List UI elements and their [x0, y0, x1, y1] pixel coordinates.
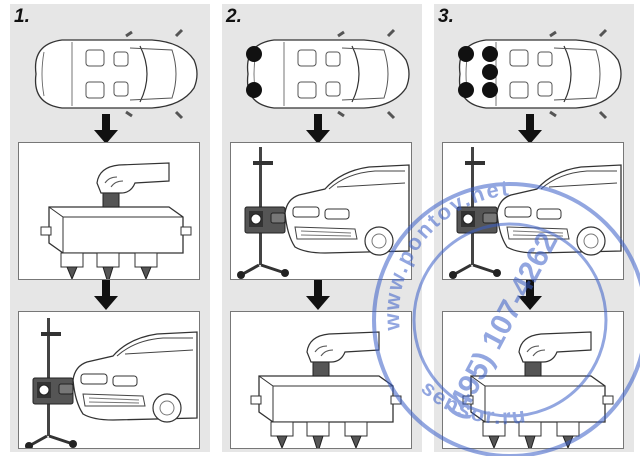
- headlight-tester-and-car: [23, 316, 198, 448]
- down-arrow-icon: [518, 280, 542, 310]
- detector-unit: [250, 331, 402, 448]
- sensor-dot: [246, 82, 262, 98]
- step-number: 1.: [14, 6, 30, 27]
- detector-unit-frame: [442, 311, 624, 449]
- step-number: 3.: [438, 6, 454, 27]
- sensor-dot: [482, 64, 498, 80]
- tester-and-car-frame: [18, 311, 200, 449]
- step-1-panel: 1.: [10, 4, 210, 452]
- step-3-panel: 3.: [434, 4, 634, 452]
- car-top-view: [458, 28, 623, 144]
- step-number: 2.: [226, 6, 242, 27]
- detector-unit-frame: [18, 142, 200, 280]
- sensor-dot: [458, 82, 474, 98]
- down-arrow-icon: [94, 280, 118, 310]
- detector-unit: [40, 162, 192, 279]
- tester-and-car-frame: [230, 142, 412, 280]
- step-2-panel: 2.: [222, 4, 422, 452]
- headlight-tester-and-car: [447, 145, 622, 279]
- sensor-dot: [482, 82, 498, 98]
- down-arrow-icon: [306, 114, 330, 144]
- down-arrow-icon: [94, 114, 118, 144]
- headlight-tester-and-car: [235, 145, 410, 279]
- sensor-dot: [482, 46, 498, 62]
- car-top-view: [34, 28, 199, 144]
- detector-unit-frame: [230, 311, 412, 449]
- detector-unit: [462, 331, 614, 448]
- tester-and-car-frame: [442, 142, 624, 280]
- sensor-dot: [458, 46, 474, 62]
- down-arrow-icon: [306, 280, 330, 310]
- down-arrow-icon: [518, 114, 542, 144]
- sensor-dot: [246, 46, 262, 62]
- car-top-view: [246, 28, 411, 144]
